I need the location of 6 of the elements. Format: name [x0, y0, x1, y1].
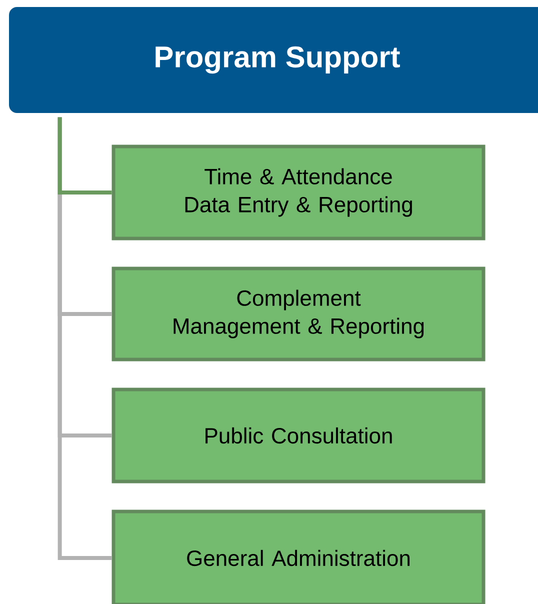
header-box: Program Support: [9, 7, 538, 113]
process-box: General Administration: [112, 510, 486, 604]
process-box: Public Consultation: [112, 388, 486, 484]
connector-line: [58, 117, 112, 194]
process-box: Complement Management & Reporting: [112, 266, 486, 362]
process-box: Time & Attendance Data Entry & Reporting: [112, 144, 486, 240]
